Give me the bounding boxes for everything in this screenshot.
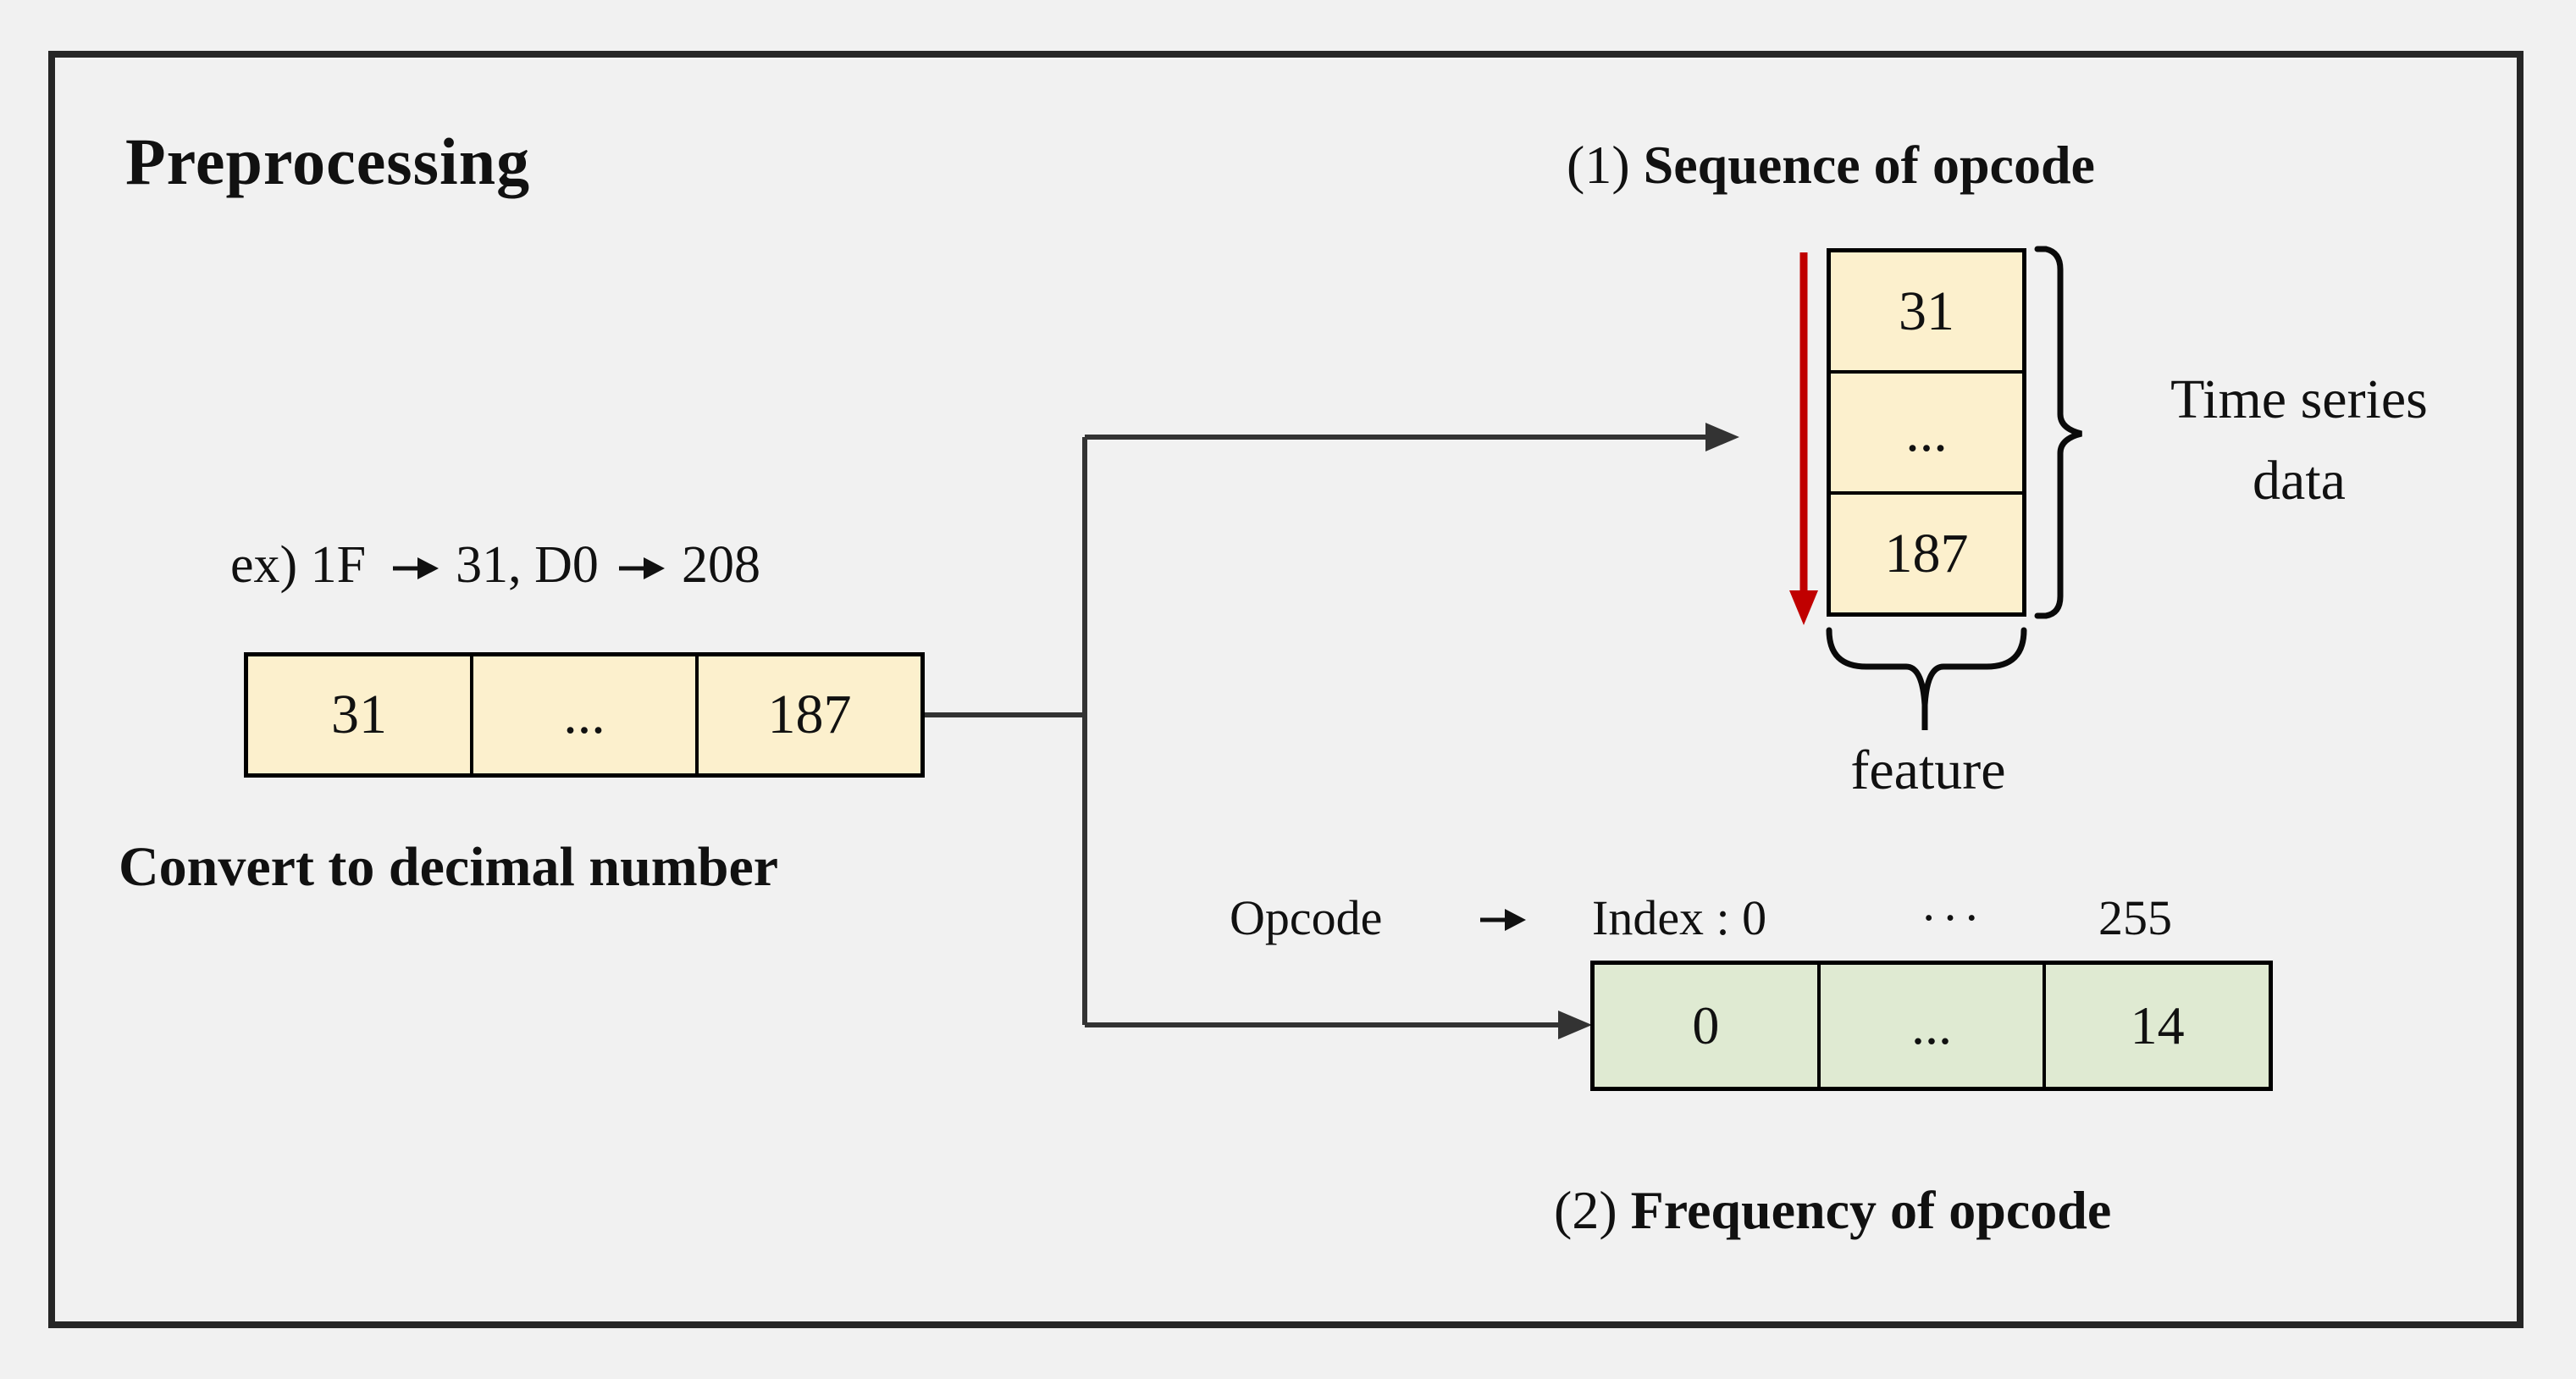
sequence-heading-title: Sequence of opcode bbox=[1643, 135, 2095, 195]
frequency-heading: (2) Frequency of opcode bbox=[1554, 1179, 2111, 1242]
sequence-heading-number: (1) bbox=[1567, 135, 1630, 195]
time-series-label: Time series data bbox=[2100, 359, 2498, 521]
frequency-row-cell: 0 bbox=[1692, 995, 1720, 1055]
feature-label: feature bbox=[1850, 739, 2006, 801]
page-title: Preprocessing bbox=[125, 125, 531, 198]
arrow-right-icon bbox=[1480, 909, 1526, 931]
arrow-right-icon bbox=[393, 557, 439, 579]
example-mid: 31, D0 bbox=[456, 536, 599, 594]
sequence-heading: (1) Sequence of opcode bbox=[1567, 134, 2095, 197]
conversion-example: ex) 1F 31, D0 208 bbox=[230, 535, 760, 595]
frequency-heading-number: (2) bbox=[1554, 1180, 1617, 1240]
frequency-heading-title: Frequency of opcode bbox=[1630, 1180, 2112, 1240]
opcode-row-cell: 187 bbox=[695, 656, 920, 773]
time-series-label-line1: Time series bbox=[2170, 368, 2428, 430]
frequency-header-index: Index : 0 bbox=[1592, 890, 1767, 945]
frequency-header-opcode: Opcode bbox=[1230, 890, 1383, 945]
opcode-row-cell: ... bbox=[470, 656, 695, 773]
sequence-cell: 187 bbox=[1831, 491, 2022, 612]
frequency-row-cell: ... bbox=[1816, 965, 2043, 1087]
convert-caption: Convert to decimal number bbox=[119, 836, 779, 898]
frequency-row: 0 ... 14 bbox=[1590, 961, 2273, 1091]
sequence-stack: 31 ... 187 bbox=[1827, 248, 2026, 617]
frequency-row-cell: 14 bbox=[2043, 965, 2269, 1087]
frequency-header-last-index: 255 bbox=[2098, 890, 2172, 945]
frequency-header-dots: ··· bbox=[1921, 890, 1985, 945]
sequence-cell: ... bbox=[1831, 370, 2022, 491]
example-prefix: ex) 1F bbox=[230, 536, 367, 594]
opcode-row: 31 ... 187 bbox=[244, 652, 925, 778]
sequence-cell: 31 bbox=[1899, 280, 1954, 342]
time-series-label-line2: data bbox=[2253, 449, 2346, 512]
arrow-right-icon bbox=[618, 557, 665, 579]
opcode-row-cell: 31 bbox=[331, 684, 387, 745]
example-result: 208 bbox=[681, 536, 760, 594]
